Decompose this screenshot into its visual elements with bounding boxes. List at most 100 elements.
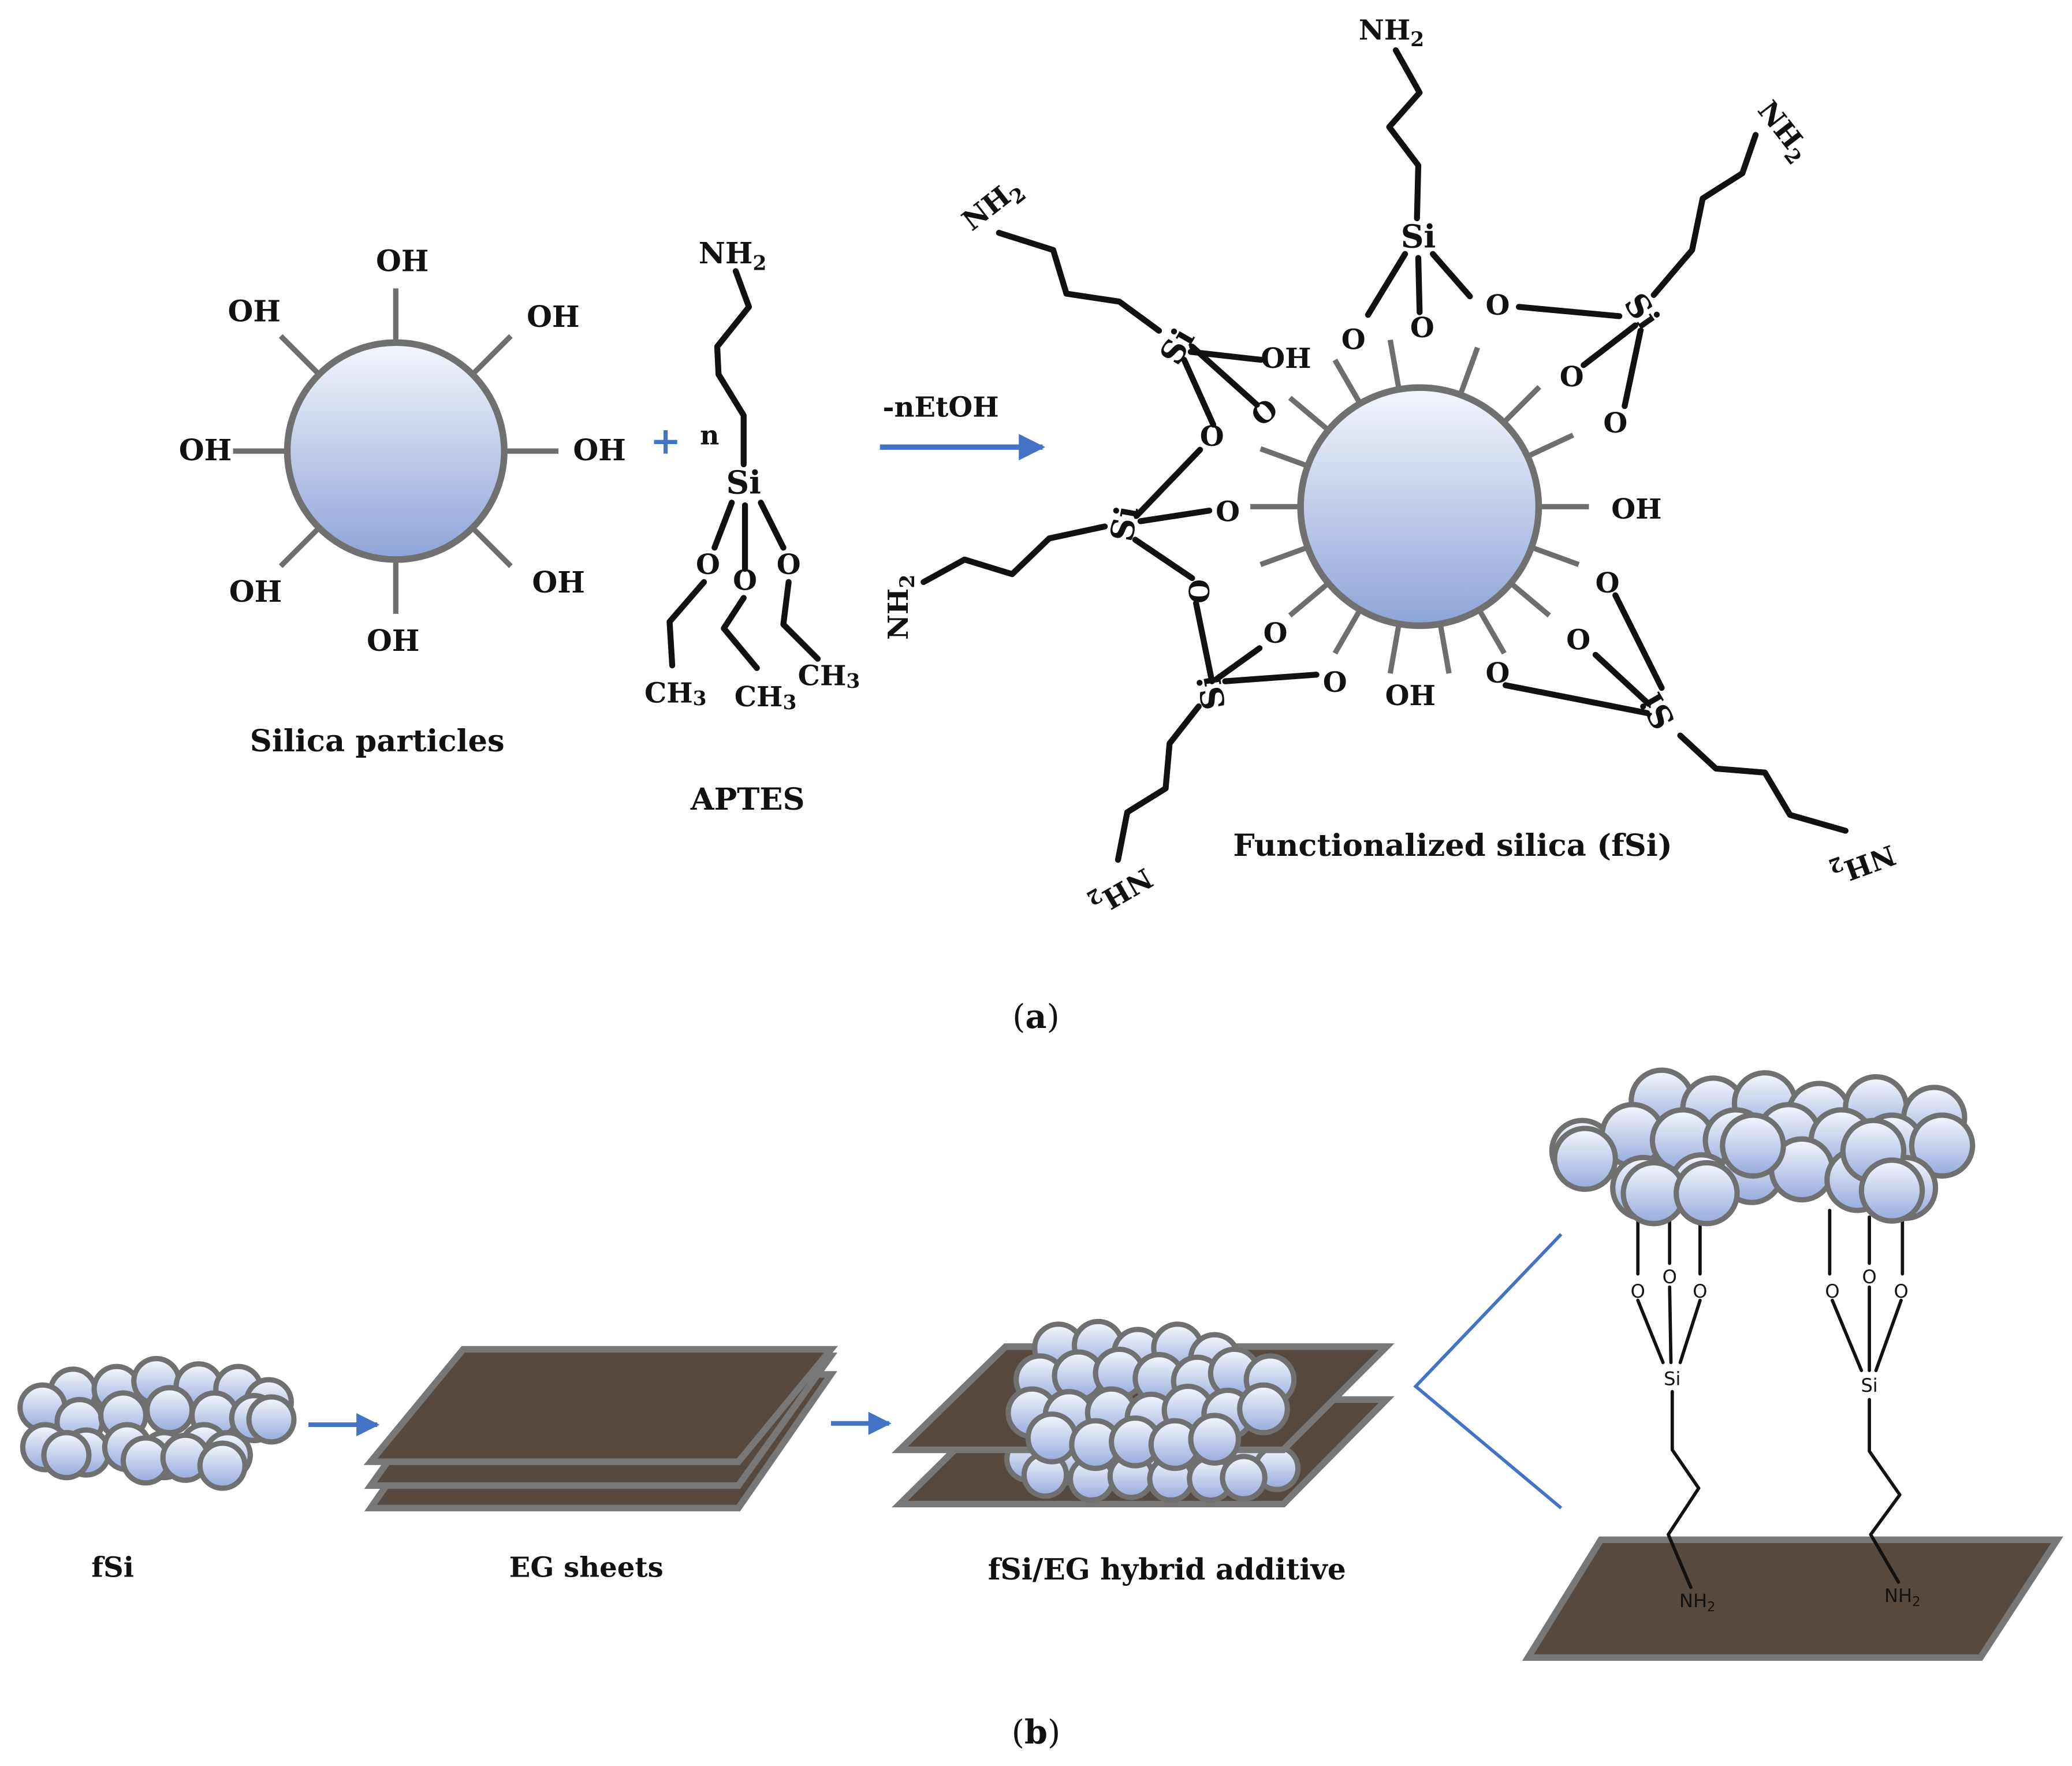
aptes-ch3-right: CH3 [798, 660, 860, 694]
fsi-surface-bond [1288, 396, 1332, 434]
fsi-surface-bond [1332, 606, 1364, 655]
aptes-o-middle: O [733, 565, 757, 597]
fsi-cluster: fSi [17, 1355, 297, 1584]
fsi-oh-bottom: OH [1385, 680, 1436, 712]
detail-si-left: Si [1664, 1368, 1680, 1389]
aptes-o-left: O [696, 549, 720, 581]
aptes-ch3-middle: CH3 [735, 681, 797, 714]
fsi-surface-bond [1288, 579, 1332, 618]
fsi-nh2-top-right: NH2 [1747, 95, 1817, 169]
eg-sheet-top [363, 1346, 839, 1465]
silica-oh-bond [278, 334, 323, 378]
fsi-surface-bond [1500, 385, 1541, 427]
hybrid-upper-sphere [1025, 1411, 1079, 1465]
aptes-o-right: O [777, 549, 801, 581]
detail-linker-bonds [1636, 1209, 1905, 1589]
fsi-surface-bond [1437, 621, 1452, 674]
fsi-chain-bottom-right [1677, 732, 1849, 834]
oh-label-top-right: OH [527, 300, 579, 334]
aptes-si-label: Si [726, 463, 761, 501]
fsi-o-9: O [1184, 579, 1216, 603]
silica-particles-caption: Silica particles [250, 724, 505, 759]
fsi-o-3: O [1485, 289, 1510, 322]
fsi-surface-bond [1259, 543, 1311, 567]
aptes-nh2-label: NH2 [699, 236, 767, 275]
fsi-oh-upper-left: OH [1261, 342, 1311, 375]
fsi-si-top: Si [1401, 217, 1436, 255]
detail-o-5: O [1862, 1266, 1876, 1288]
aptes-si-o-bonds [711, 500, 787, 572]
interface-detail: O O O O O O Si Si NH2 NH2 [1522, 1067, 2063, 1661]
oh-label-bottom-left: OH [229, 575, 282, 609]
fsi-chain-top-right [1650, 132, 1759, 298]
fsi-surface-bond [1475, 606, 1507, 655]
detail-nh2-left: NH2 [1679, 1590, 1716, 1615]
fsi-cluster-sphere [246, 1394, 297, 1445]
detail-silica-sphere [1674, 1160, 1740, 1227]
fsi-si-left: Si [1102, 503, 1146, 544]
fsi-o-7: O [1200, 420, 1224, 453]
silica-oh-bonds [233, 288, 559, 614]
fsi-o-12: O [1485, 657, 1510, 690]
hybrid-additive: fSi/EG hybrid additive [891, 1318, 1395, 1586]
hybrid-upper-spheres [1005, 1318, 1297, 1471]
fsi-nh2-upper-left: NH2 [956, 172, 1031, 241]
fsi-chain-bottom-left [1115, 703, 1202, 863]
detail-o-6: O [1894, 1280, 1908, 1302]
fsi-surface-bond [1259, 446, 1311, 470]
detail-o-4: O [1825, 1280, 1839, 1302]
functionalized-silica: Si Si Si Si Si Si O O O O O O O O O O O … [882, 14, 1900, 915]
aptes-propyl-chain [714, 268, 752, 468]
fsi-surface-bond [1387, 339, 1402, 393]
detail-eg-sheet [1522, 1536, 2063, 1661]
fsi-o-14: O [1596, 567, 1620, 599]
fsi-o-11: O [1323, 666, 1347, 699]
fsi-cluster-spheres [17, 1355, 297, 1491]
panel-b: fSi EG sheets fSi/EG hybrid additive O [17, 1067, 2063, 1752]
detail-silica-cluster [1549, 1067, 1976, 1227]
reaction-arrow: -nEtOH [880, 392, 1046, 461]
aptes-molecule: NH2 n Si O O O CH3 CH3 CH3 APTES [644, 236, 860, 817]
silica-oh-bond [278, 524, 323, 568]
fsi-nh2-left: NH2 [882, 575, 919, 640]
detail-o-1: O [1631, 1280, 1645, 1302]
oh-label-top-left: OH [228, 295, 280, 329]
detail-si-right: Si [1861, 1374, 1877, 1396]
fsi-si-right: Si [1617, 286, 1668, 336]
fsi-cluster-caption: fSi [91, 1551, 134, 1584]
panel-b-label: (b) [1012, 1712, 1061, 1752]
reaction-arrow-label: -nEtOH [883, 392, 999, 424]
fsi-o-1: O [1341, 324, 1366, 356]
silica-oh-bond [468, 524, 513, 568]
silica-particle: OH OH OH OH OH OH OH OH Silica particles [179, 244, 626, 759]
hybrid-caption: fSi/EG hybrid additive [988, 1552, 1346, 1586]
fsi-o-13: O [1566, 624, 1590, 657]
fsi-chain-left [921, 523, 1108, 586]
fsi-surface-bond [1507, 579, 1551, 618]
oh-label-top: OH [376, 244, 428, 278]
fsi-surface-bonds [1250, 339, 1589, 674]
detail-silica-sphere [1720, 1112, 1786, 1179]
detail-silica-sphere [1909, 1112, 1976, 1179]
fsi-chain-top [1386, 47, 1423, 222]
oh-label-bottom: OH [367, 624, 419, 658]
aptes-caption: APTES [690, 782, 805, 817]
fsi-surface-bond [1528, 543, 1580, 567]
fsi-surface-bond [1456, 347, 1480, 398]
fsi-cluster-sphere [144, 1385, 195, 1436]
fsi-surface-bond [1387, 621, 1402, 674]
fsi-cluster-sphere [41, 1430, 92, 1481]
fsi-nh2-top: NH2 [1359, 14, 1424, 51]
fsi-o-2: O [1410, 312, 1434, 344]
fsi-cluster-sphere [197, 1440, 248, 1491]
fsi-surface-bond [1332, 359, 1364, 408]
detail-o-2: O [1663, 1266, 1677, 1288]
hybrid-upper-sphere [1188, 1413, 1242, 1466]
fsi-o-8: O [1216, 496, 1240, 528]
silica-sphere [284, 339, 508, 563]
aptes-n-label: n [700, 420, 719, 451]
aptes-ch3-left: CH3 [644, 677, 707, 710]
fsi-chain-upper-left [996, 229, 1162, 334]
zoom-callout-lines [1413, 1233, 1563, 1510]
